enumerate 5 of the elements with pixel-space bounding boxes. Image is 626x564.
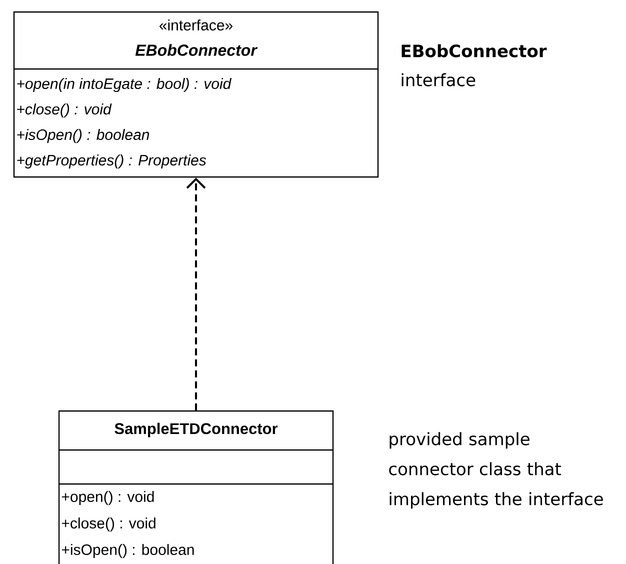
class-box: SampleETDConnector +open() : void +close() : void +isOpen() : boolean [58, 410, 334, 564]
realization-arrow [186, 178, 206, 410]
note-text: EBobConnector interface [402, 44, 547, 86]
class-box: «interface» EBobConnector +open(in intoEgate : bool) : void +close() : void +isOpen() : boolean +getProperties() : Properties [13, 11, 379, 178]
note-text: provided sample connector class that implements the interface [389, 432, 603, 509]
